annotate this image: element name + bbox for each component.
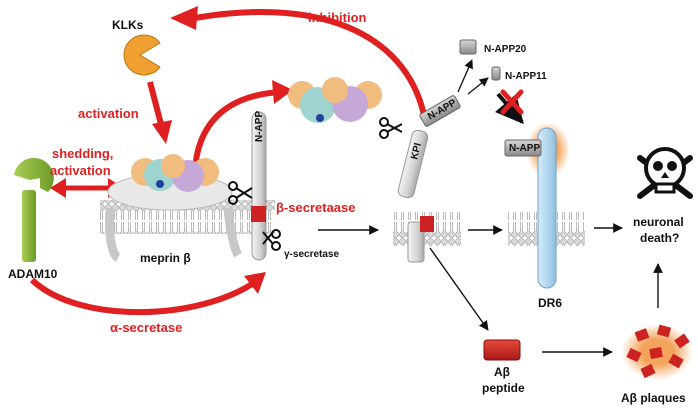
gamma-secretase-label: γ-secretase bbox=[284, 249, 339, 260]
beta-secretase-label: β-secretaase bbox=[276, 200, 356, 215]
app-kpi-fragment bbox=[397, 129, 429, 199]
skull-crossbones-icon bbox=[637, 147, 693, 199]
alpha-secretase-arrow bbox=[29, 277, 257, 316]
kpi-label: KPI bbox=[409, 142, 424, 161]
feedback-arrow bbox=[192, 89, 281, 169]
meprin-beta-label: meprin β bbox=[140, 251, 191, 265]
meprin-complex-floating-icon bbox=[288, 77, 382, 123]
n-app11-block bbox=[491, 66, 501, 81]
n-app20-block bbox=[459, 39, 477, 55]
abeta-plaques-icon bbox=[621, 324, 693, 380]
n-app20-label: N-APP20 bbox=[484, 44, 527, 55]
meprin-beta-complex-icon bbox=[105, 154, 243, 263]
peptide-label: peptide bbox=[482, 381, 525, 395]
scissors-icon-kpi bbox=[379, 117, 403, 139]
alpha-secretase-arrowhead bbox=[244, 272, 266, 294]
shedding-arrowhead-left bbox=[50, 178, 66, 198]
inhibition-arrow bbox=[194, 9, 428, 121]
app-membrane-stub bbox=[407, 216, 434, 263]
neuronal-death-label-line2: death? bbox=[640, 231, 679, 245]
dr6-receptor-icon bbox=[504, 122, 570, 289]
shedding-label-line1: shedding, bbox=[52, 146, 113, 161]
arrow-to-n-app11 bbox=[467, 77, 489, 95]
klk-enzyme-icon bbox=[123, 34, 161, 76]
scissors-icon-gamma bbox=[262, 229, 281, 251]
n-app-fragment bbox=[419, 95, 461, 127]
inhibition-arrowhead bbox=[170, 6, 198, 30]
abeta-plaques-label: Aβ plaques bbox=[621, 391, 686, 405]
arrow-to-n-app20 bbox=[457, 59, 473, 93]
shedding-label-line2: activation bbox=[50, 163, 111, 178]
app-n-terminal-label: N-APP bbox=[254, 111, 265, 142]
adam10-protein-icon bbox=[14, 157, 54, 262]
activation-label: activation bbox=[78, 106, 139, 121]
blocked-arrow bbox=[494, 92, 524, 125]
app-protein-full bbox=[251, 111, 267, 261]
alpha-secretase-label: α-secretase bbox=[110, 320, 182, 335]
feedback-arrowhead bbox=[272, 80, 293, 104]
inhibition-label: inhibition bbox=[308, 10, 367, 25]
dr6-label: DR6 bbox=[538, 296, 562, 310]
abeta-peptide-icon bbox=[483, 339, 521, 361]
n-app11-label: N-APP11 bbox=[505, 71, 547, 82]
activation-arrowhead bbox=[152, 120, 172, 144]
abeta-label: Aβ bbox=[494, 365, 510, 379]
scissors-icon-beta bbox=[228, 181, 253, 205]
adam10-label: ADAM10 bbox=[8, 267, 58, 281]
klks-label: KLKs bbox=[112, 18, 144, 32]
activation-arrow bbox=[147, 81, 165, 129]
dr6-n-app-label: N-APP bbox=[509, 143, 540, 154]
arrow-to-abeta-peptide bbox=[429, 247, 489, 331]
neuronal-death-label-line1: neuronal bbox=[633, 215, 684, 229]
blocked-x-icon bbox=[500, 89, 524, 115]
